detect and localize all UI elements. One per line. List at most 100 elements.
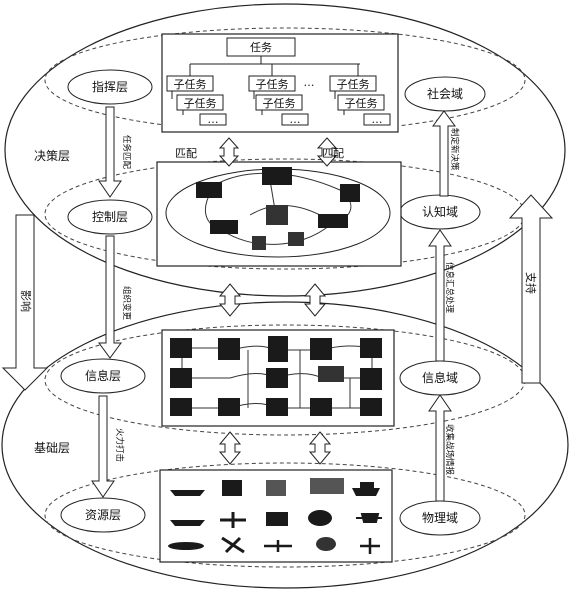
physical-domain-node: 物理域 bbox=[399, 500, 481, 536]
resource-icon-vehicle bbox=[266, 512, 288, 526]
resource-node-label: 资源层 bbox=[85, 508, 121, 522]
resource-icon-box bbox=[222, 480, 242, 496]
control-equipment-6 bbox=[318, 214, 348, 228]
command-node: 指挥层 bbox=[67, 69, 153, 105]
resource-icon-helmet bbox=[308, 510, 332, 526]
resource-icon-station bbox=[310, 478, 344, 494]
influence-arrow: 影响 bbox=[1, 214, 49, 391]
subtask-label-3: 子任务 bbox=[337, 78, 370, 91]
cognitive-to-social-arrow: 制定新决策 bbox=[432, 110, 460, 197]
info-resource-double-arrow-right bbox=[308, 431, 332, 465]
match-left-label: 匹配 bbox=[175, 147, 197, 160]
resource-icon-aircraft-2 bbox=[264, 540, 292, 552]
info-to-cognitive-arrow: 信息汇总处理 bbox=[428, 229, 455, 362]
support-arrow: 支持 bbox=[508, 194, 554, 384]
decision-layer-label: 决策层 bbox=[34, 149, 70, 163]
control-info-double-arrow-right bbox=[303, 283, 327, 317]
subtask-box-5 bbox=[255, 94, 303, 111]
subtask-ellipsis: … bbox=[304, 76, 315, 89]
subtask-box-3 bbox=[329, 75, 377, 92]
resource-icon-satellite bbox=[221, 536, 245, 554]
more-label-3: … bbox=[372, 113, 383, 126]
social-domain-label: 社会域 bbox=[427, 86, 463, 101]
control-equipment-5 bbox=[266, 205, 288, 225]
info-node-11 bbox=[218, 398, 240, 416]
collect-info-label: 收集战场情报 bbox=[444, 424, 455, 476]
resource-icon-helicopter bbox=[356, 513, 382, 523]
more-label-2: … bbox=[290, 113, 301, 126]
more-box-2 bbox=[281, 113, 309, 126]
physical-to-info-arrow: 收集战场情报 bbox=[428, 394, 455, 502]
support-label: 支持 bbox=[524, 272, 538, 294]
social-domain-node: 社会域 bbox=[404, 76, 486, 112]
info-node-10 bbox=[170, 398, 192, 416]
resource-icon-device bbox=[266, 480, 286, 496]
subtask-label-6: 子任务 bbox=[345, 97, 378, 110]
command-node-label: 指挥层 bbox=[92, 79, 128, 94]
information-node-label: 信息层 bbox=[85, 368, 121, 383]
resource-icon-tank bbox=[352, 482, 380, 496]
info-node-4 bbox=[310, 338, 332, 360]
info-resource-double-arrow-left bbox=[218, 431, 242, 465]
info-node-1 bbox=[170, 338, 192, 358]
info-node-7 bbox=[266, 368, 288, 388]
control-graph-panel bbox=[156, 161, 402, 267]
control-equipment-3 bbox=[340, 184, 360, 202]
info-node-8 bbox=[318, 366, 344, 382]
control-to-info-arrow bbox=[98, 235, 122, 359]
information-domain-label: 信息域 bbox=[422, 370, 458, 385]
resource-icon-drone bbox=[360, 538, 380, 554]
information-node: 信息层 bbox=[60, 358, 146, 394]
subtask-label-1: 子任务 bbox=[174, 78, 207, 91]
info-node-9 bbox=[360, 368, 382, 390]
info-node-2 bbox=[218, 338, 240, 360]
control-equipment-7 bbox=[252, 236, 266, 250]
physical-domain-label: 物理域 bbox=[422, 511, 458, 525]
foundation-layer-label: 基础层 bbox=[34, 441, 70, 455]
info-network-panel bbox=[161, 329, 395, 427]
resource-dashed-ellipse bbox=[44, 462, 526, 568]
task-tree-panel: 任务 子任务 子任务 … 子任务 子任务 子任务 子任务 … … … bbox=[161, 33, 399, 133]
make-decision-label: 制定新决策 bbox=[449, 128, 460, 171]
resource-icon-radar bbox=[316, 537, 336, 551]
control-equipment-8 bbox=[288, 232, 304, 246]
org-change-label: 组织变更 bbox=[121, 286, 132, 321]
resource-node: 资源层 bbox=[60, 497, 146, 533]
more-box-3 bbox=[363, 113, 391, 126]
control-node: 控制层 bbox=[67, 199, 153, 235]
foundation-layer-ellipse bbox=[1, 301, 569, 589]
more-box-1 bbox=[199, 113, 227, 126]
info-node-5 bbox=[360, 338, 382, 358]
cognitive-domain-label: 认知域 bbox=[422, 205, 458, 219]
decision-layer-ellipse bbox=[4, 3, 566, 297]
control-equipment-4 bbox=[210, 220, 238, 234]
task-control-double-arrow-right bbox=[316, 137, 338, 167]
resource-icon-submarine bbox=[168, 542, 204, 550]
resource-panel bbox=[159, 469, 393, 563]
control-equipment-1 bbox=[196, 182, 222, 198]
subtask-box-4 bbox=[176, 94, 224, 111]
subtask-label-2: 子任务 bbox=[256, 78, 289, 91]
resource-icon-ship-2 bbox=[170, 520, 205, 526]
control-equipment-2 bbox=[262, 167, 292, 185]
info-node-12 bbox=[266, 398, 288, 416]
subtask-box-1 bbox=[166, 75, 214, 92]
resource-icon-ship-1 bbox=[170, 490, 205, 496]
task-root-label: 任务 bbox=[250, 41, 272, 54]
info-summary-label: 信息汇总处理 bbox=[444, 262, 455, 314]
subtask-box-6 bbox=[337, 94, 385, 111]
influence-label: 影响 bbox=[19, 290, 32, 312]
subtask-label-4: 子任务 bbox=[184, 97, 217, 110]
control-node-label: 控制层 bbox=[92, 210, 128, 224]
fire-strike-label: 火力打击 bbox=[114, 428, 125, 462]
task-control-double-arrow-left bbox=[218, 137, 240, 167]
resource-icon-aircraft-1 bbox=[220, 512, 246, 528]
control-info-double-arrow-left bbox=[218, 283, 242, 317]
info-node-13 bbox=[310, 398, 332, 416]
info-to-resource-arrow bbox=[91, 395, 115, 498]
info-node-6 bbox=[170, 368, 192, 388]
command-to-control-arrow bbox=[98, 106, 122, 198]
information-domain-node: 信息域 bbox=[399, 360, 481, 396]
match-right-label: 匹配 bbox=[322, 147, 344, 160]
